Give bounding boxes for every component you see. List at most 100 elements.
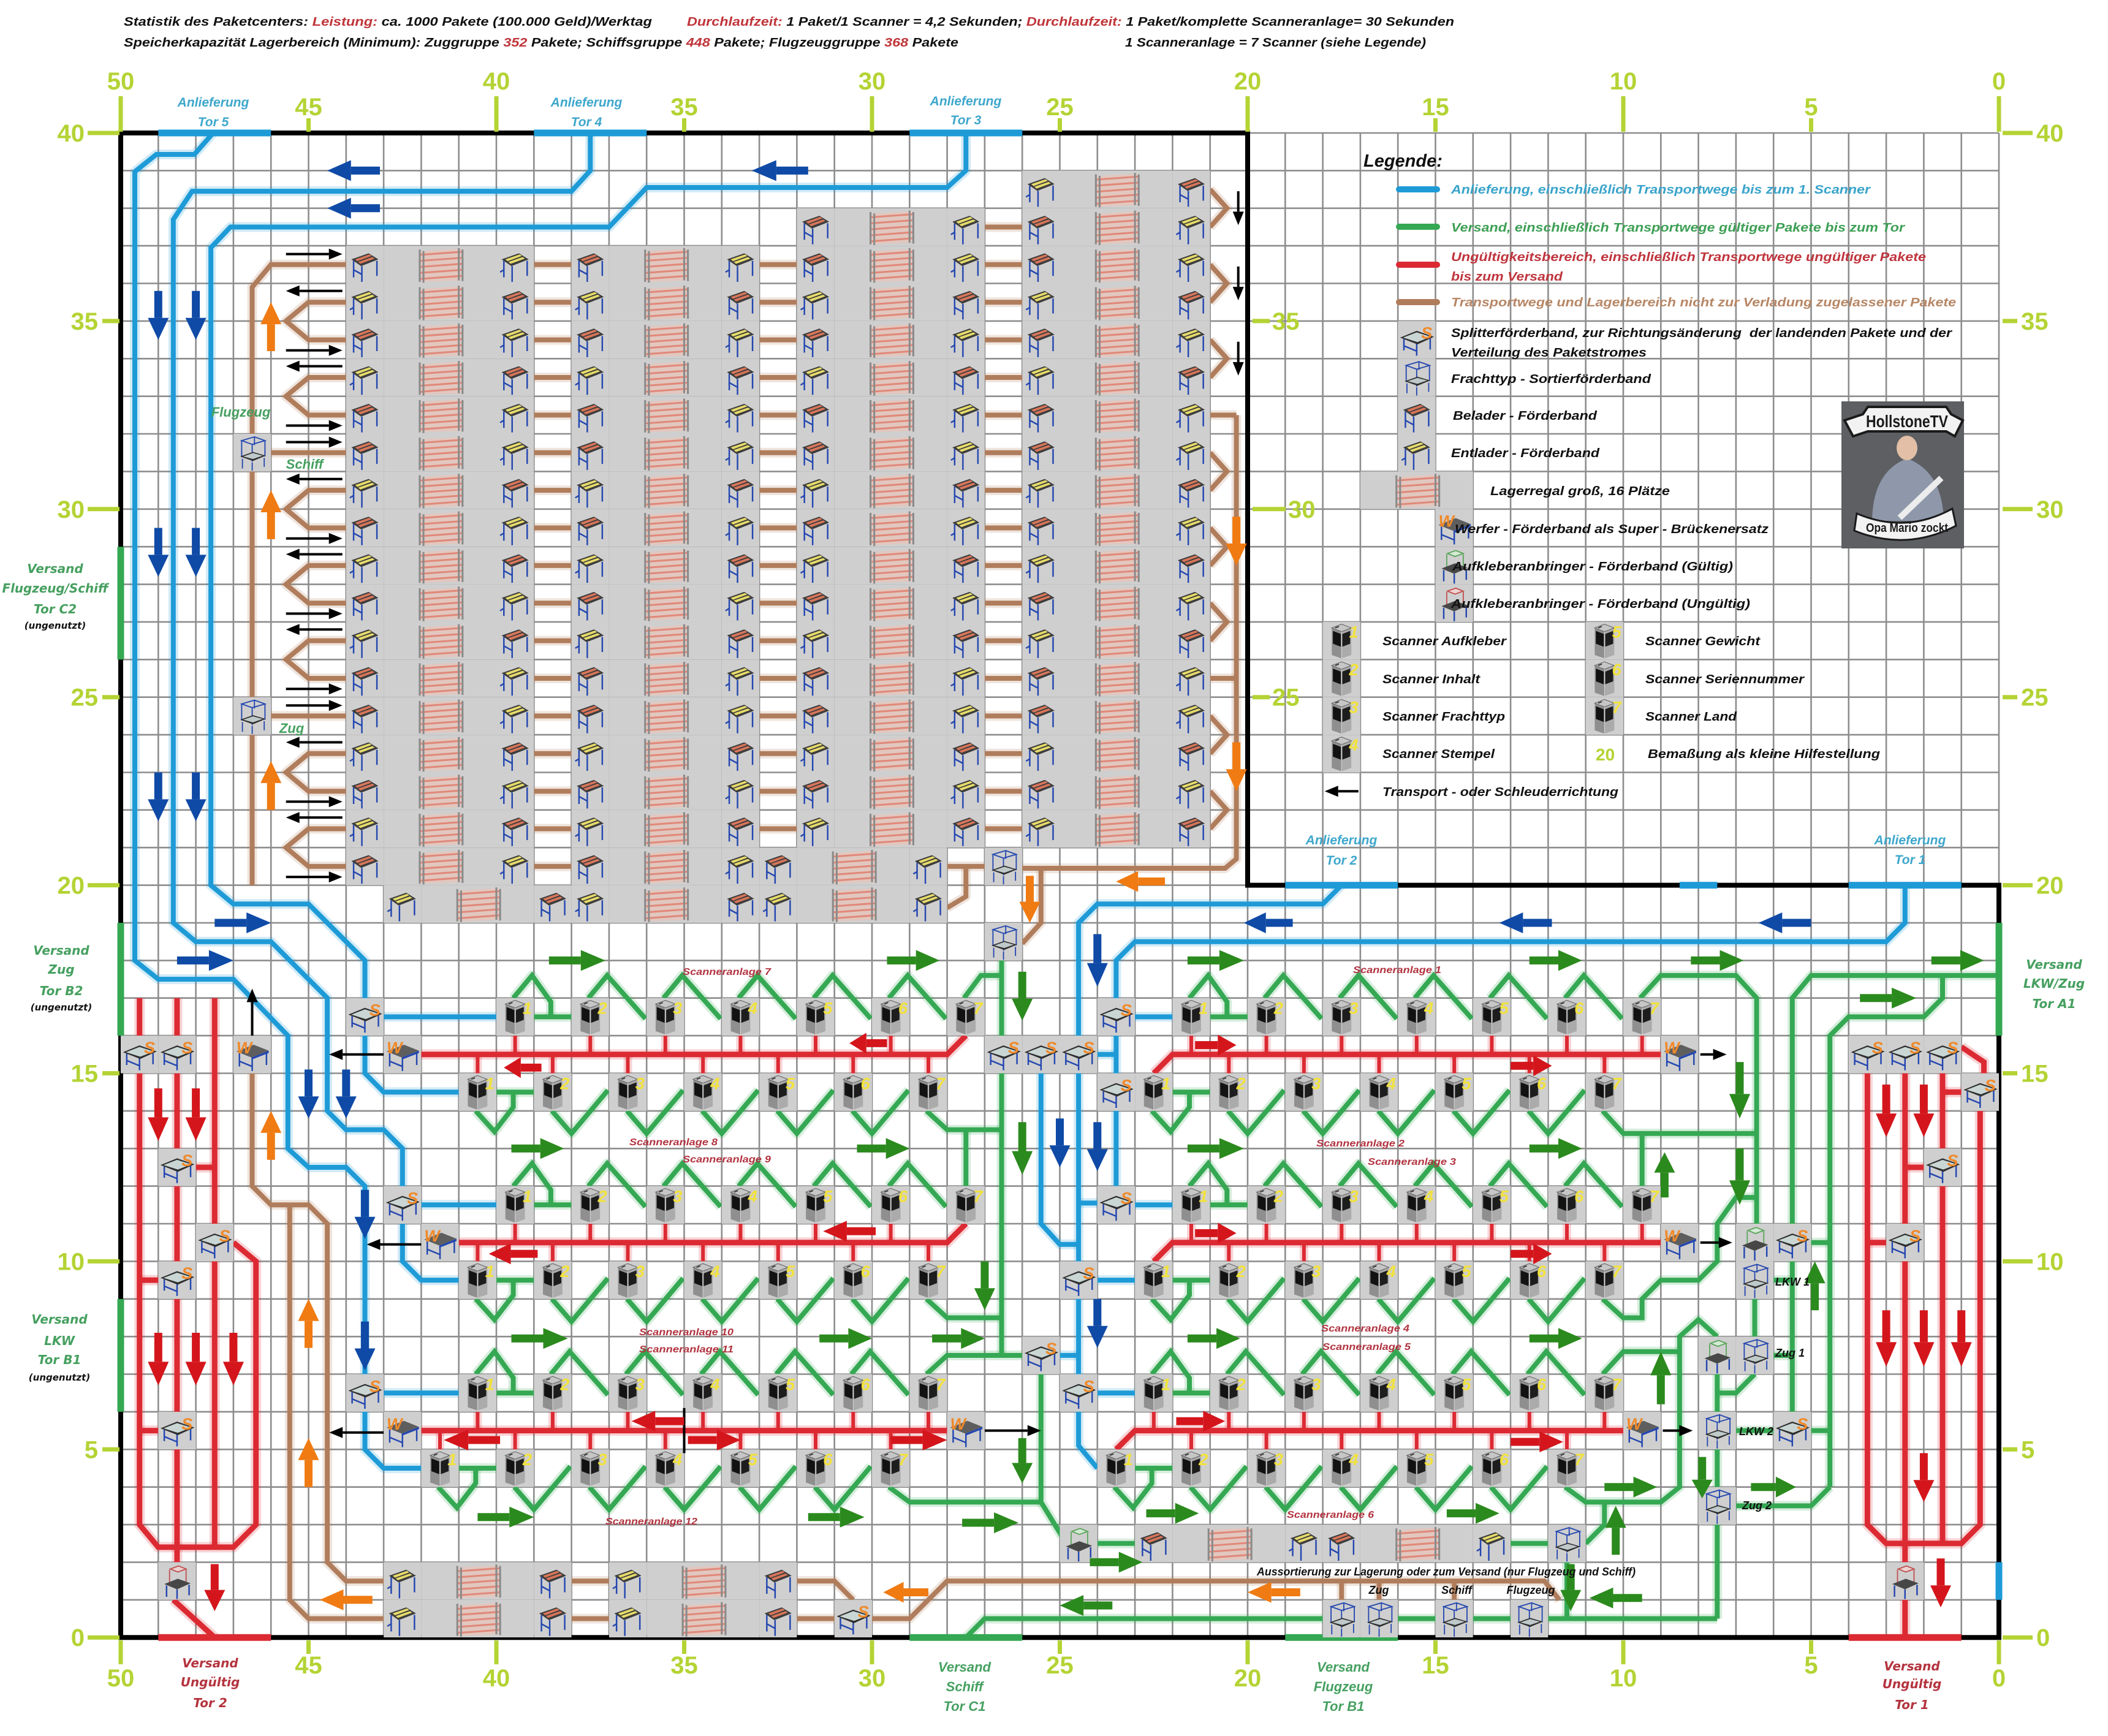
scanner-chain <box>1301 1088 1362 1137</box>
frachttyp-sorter <box>984 847 1023 885</box>
splitter-glyph: S <box>1909 1227 1920 1245</box>
entlader-conveyor <box>1022 358 1060 396</box>
lagerregal <box>609 621 722 660</box>
arrow-blue-icon <box>1086 1122 1108 1172</box>
arrow-head <box>1718 1237 1732 1248</box>
gate-label-tor4-number: Tor 4 <box>571 115 602 129</box>
arrow-head <box>1729 1094 1750 1119</box>
arrow-head <box>328 700 343 711</box>
arrow-head <box>1226 769 1247 792</box>
scanner-chain <box>1150 1280 1192 1324</box>
arrow-red-icon <box>631 1411 684 1432</box>
splitter-glyph: S <box>1083 1039 1094 1057</box>
entlader-conveyor <box>797 621 835 660</box>
arrow-blue-icon <box>335 1069 357 1119</box>
scanner-chain <box>474 1347 516 1393</box>
scanner-number: 1 <box>1161 1074 1170 1093</box>
x-axis-label-top: 45 <box>295 94 322 121</box>
lagerregal <box>384 358 496 396</box>
arrow-head <box>1232 287 1244 301</box>
belader-tile <box>759 1599 797 1638</box>
scanner-number: 5 <box>1462 1074 1471 1093</box>
scanner-number: 6 <box>898 999 908 1018</box>
arrow-head <box>1226 543 1247 566</box>
splitter-glyph: S <box>1872 1039 1883 1057</box>
gate-c1-line3: Tor C1 <box>944 1699 986 1714</box>
belader-tile <box>534 1599 572 1638</box>
entlader-conveyor <box>721 659 760 697</box>
frachttyp-sorter <box>984 923 1023 961</box>
arrow-head <box>1589 1587 1613 1609</box>
legend-text-versand: Versand, einschließlich Transportwege gü… <box>1451 221 1905 235</box>
capacity-unit: Pakete <box>908 36 958 50</box>
scanner-chain <box>1150 1092 1192 1135</box>
frachttyp-sorter <box>1698 1411 1736 1450</box>
arrow-red-icon <box>1195 1034 1237 1056</box>
scanner-number: 7 <box>1650 1187 1660 1205</box>
arrow-blue-icon <box>148 772 169 822</box>
scanner-chain <box>1451 1088 1512 1137</box>
scanner-number: 5 <box>1612 623 1622 642</box>
arrow-head <box>260 761 282 783</box>
lagerregal <box>384 809 496 848</box>
arrow-head <box>1951 1342 1972 1367</box>
arrow-head <box>1533 1243 1552 1265</box>
frachttyp-sorter <box>1360 1599 1398 1638</box>
scanner-number: 2 <box>1236 1074 1246 1093</box>
transport-direction-arrow <box>286 608 343 620</box>
legend-text-aufkleber-ungueltig: Aufkleberanbringer - Förderband (Ungülti… <box>1450 597 1751 611</box>
arrow-orange-icon <box>260 302 282 351</box>
arrow-head <box>1876 1342 1897 1367</box>
scanner-number: 1 <box>485 1074 495 1093</box>
belader-conveyor <box>1172 809 1210 848</box>
entlader-conveyor <box>1172 320 1210 359</box>
scanner-number: 2 <box>1236 1262 1246 1281</box>
entlader-conveyor <box>909 847 947 885</box>
lagerregal <box>384 847 496 885</box>
belader-conveyor <box>721 621 760 660</box>
sorter-label-zug2: Zug 2 <box>1742 1499 1772 1512</box>
arrow-green-icon <box>548 950 605 971</box>
arrow-head <box>1804 1261 1826 1284</box>
arrow-blue-icon <box>327 160 380 181</box>
legend-text-scanner: Scanner Gewicht <box>1645 635 1761 648</box>
belader-conveyor <box>1172 358 1210 396</box>
lagerregal <box>384 471 496 509</box>
y-axis-label-right: 35 <box>2021 308 2049 335</box>
arrow-head <box>1876 1113 1897 1137</box>
shipping-conveyor-glow <box>1599 1107 1757 1139</box>
splitter-glyph: S <box>1421 324 1432 343</box>
entlader-conveyor <box>571 358 609 396</box>
aufkleber-ungueltig <box>158 1562 196 1600</box>
legend-text-scanner: Scanner Seriennummer <box>1645 673 1805 686</box>
scanner-number: 1 <box>523 999 532 1018</box>
arrow-red-icon <box>1511 1431 1563 1452</box>
entlader-conveyor <box>571 621 609 660</box>
belader-conveyor <box>721 547 760 585</box>
storage-conveyor <box>1208 451 1230 492</box>
scanner-chain <box>1225 1347 1286 1397</box>
scanner-chain <box>775 1276 835 1325</box>
scanner-chain <box>737 971 798 1021</box>
scanner-number: 7 <box>936 1074 946 1093</box>
entlader-conveyor <box>346 735 384 773</box>
splitter-glyph: S <box>219 1227 230 1245</box>
lagerregal <box>1060 659 1173 697</box>
scanner-chain <box>738 1465 798 1514</box>
scanner-number: 4 <box>672 1450 682 1469</box>
frachttyp-sorter <box>233 697 271 735</box>
storage-conveyor <box>1208 263 1230 304</box>
scanner-chain <box>1262 971 1324 1021</box>
arrow-head <box>1218 1222 1237 1244</box>
lagerregal <box>609 246 722 284</box>
scanner-number: 2 <box>597 1187 607 1205</box>
lagerregal <box>384 283 496 321</box>
werfer-glyph: W <box>950 1415 968 1433</box>
arrow-head <box>1719 950 1744 971</box>
photo-prop <box>1897 476 1944 520</box>
lagerregal <box>1060 246 1173 284</box>
belader-conveyor <box>496 283 534 321</box>
gate-c2-status: (ungenutzt) <box>25 620 86 631</box>
arrow-green-icon <box>962 1512 1019 1533</box>
